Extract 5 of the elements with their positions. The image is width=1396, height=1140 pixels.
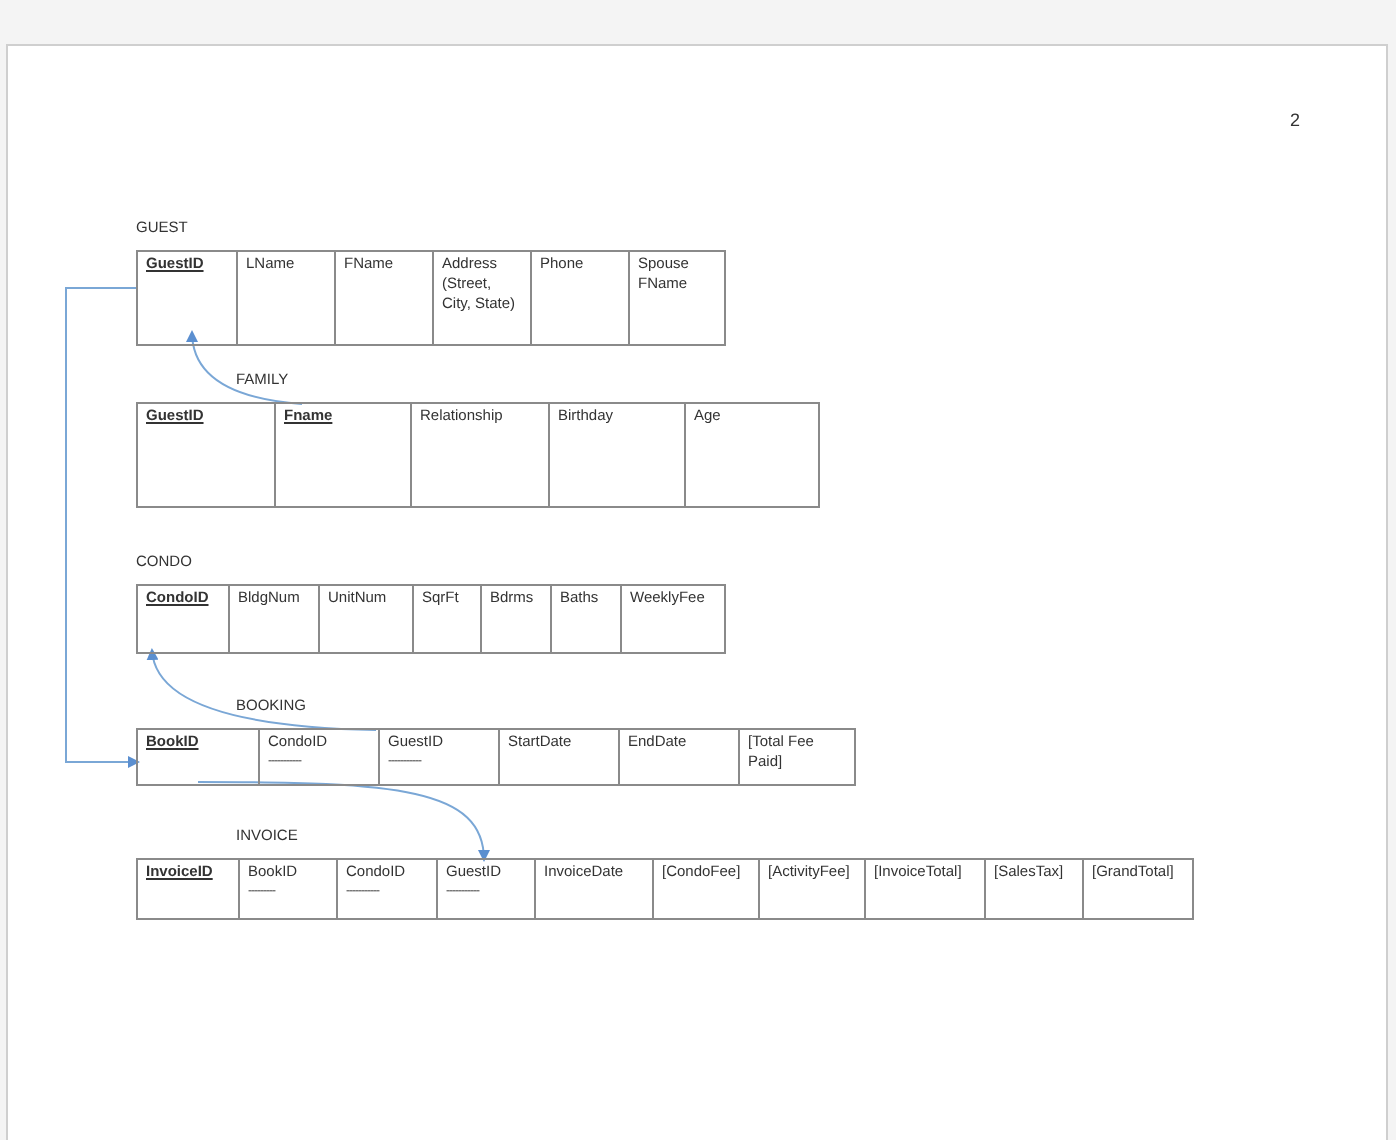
relationship-arrow (147, 648, 377, 731)
relationship-arrow (65, 287, 140, 768)
relationship-arrow (186, 330, 303, 405)
relationship-arrow (197, 781, 489, 862)
page-number: 2 (1290, 108, 1301, 134)
